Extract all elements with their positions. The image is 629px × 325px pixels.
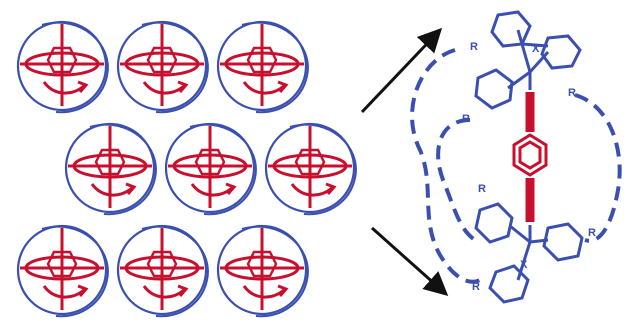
label-r-lower-right: R — [588, 227, 596, 239]
label-r-lower-left: R — [478, 183, 486, 195]
rotor-sphere-4 — [64, 122, 158, 216]
label-r-lower-bottom: R — [472, 281, 480, 293]
dashed-linker-inner — [436, 118, 477, 242]
label-x-lower: X — [520, 259, 528, 271]
upper-arrow — [360, 27, 443, 114]
upper-stator — [474, 10, 582, 110]
label-r-upper-mid: R — [462, 113, 470, 125]
rotor-array — [16, 20, 358, 318]
label-x-upper: X — [532, 43, 540, 55]
label-r-upper-right: R — [568, 87, 576, 99]
label-r-upper-left: R — [470, 41, 478, 53]
rotor-sphere-7 — [16, 224, 110, 318]
rotor-sphere-8 — [116, 224, 210, 318]
dashed-linker-right — [574, 93, 622, 243]
rotor-sphere-6 — [264, 122, 358, 216]
rotor-sphere-1 — [16, 20, 110, 114]
rotor-sphere-5 — [164, 122, 258, 216]
rotor-sphere-3 — [216, 20, 310, 114]
central-rotator — [512, 92, 548, 222]
molecular-rotor-structure: R X R R R R X R — [410, 10, 622, 304]
lower-stator — [474, 202, 584, 304]
dashed-linker-left — [410, 48, 481, 284]
rotor-sphere-9 — [216, 224, 310, 318]
rotor-sphere-2 — [116, 20, 210, 114]
lower-arrow — [371, 226, 449, 296]
